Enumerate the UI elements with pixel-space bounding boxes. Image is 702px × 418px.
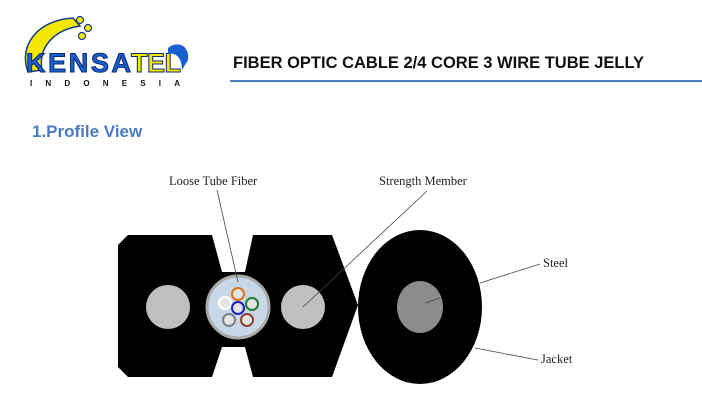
steel-wire bbox=[397, 281, 443, 333]
label-strength-member: Strength Member bbox=[379, 174, 468, 188]
fiber-white bbox=[218, 296, 232, 310]
leader-jacket bbox=[474, 347, 539, 361]
label-steel: Steel bbox=[543, 256, 569, 270]
fiber-orange bbox=[231, 287, 245, 301]
fiber-green bbox=[245, 297, 259, 311]
leader-steel-inner bbox=[424, 297, 441, 304]
leader-steel bbox=[479, 263, 541, 284]
fibers bbox=[218, 287, 259, 327]
title-underline bbox=[230, 80, 702, 82]
leader-strength-member bbox=[302, 190, 428, 308]
svg-text:KENSA: KENSA bbox=[26, 48, 131, 78]
logo-subtext: INDONESIA bbox=[30, 79, 180, 88]
section-heading: 1.Profile View bbox=[32, 122, 143, 141]
document-title: FIBER OPTIC CABLE 2/4 CORE 3 WIRE TUBE J… bbox=[233, 54, 645, 72]
kensatel-logo: KENSA TEL INDONESIA bbox=[24, 15, 189, 88]
strength-member-left bbox=[146, 285, 190, 329]
fiber-gray bbox=[222, 313, 236, 327]
label-jacket: Jacket bbox=[541, 352, 573, 366]
fiber-brown bbox=[240, 313, 254, 327]
leader-loose-tube bbox=[216, 189, 239, 283]
label-loose-tube: Loose Tube Fiber bbox=[169, 174, 258, 188]
fiber-blue bbox=[231, 301, 245, 315]
